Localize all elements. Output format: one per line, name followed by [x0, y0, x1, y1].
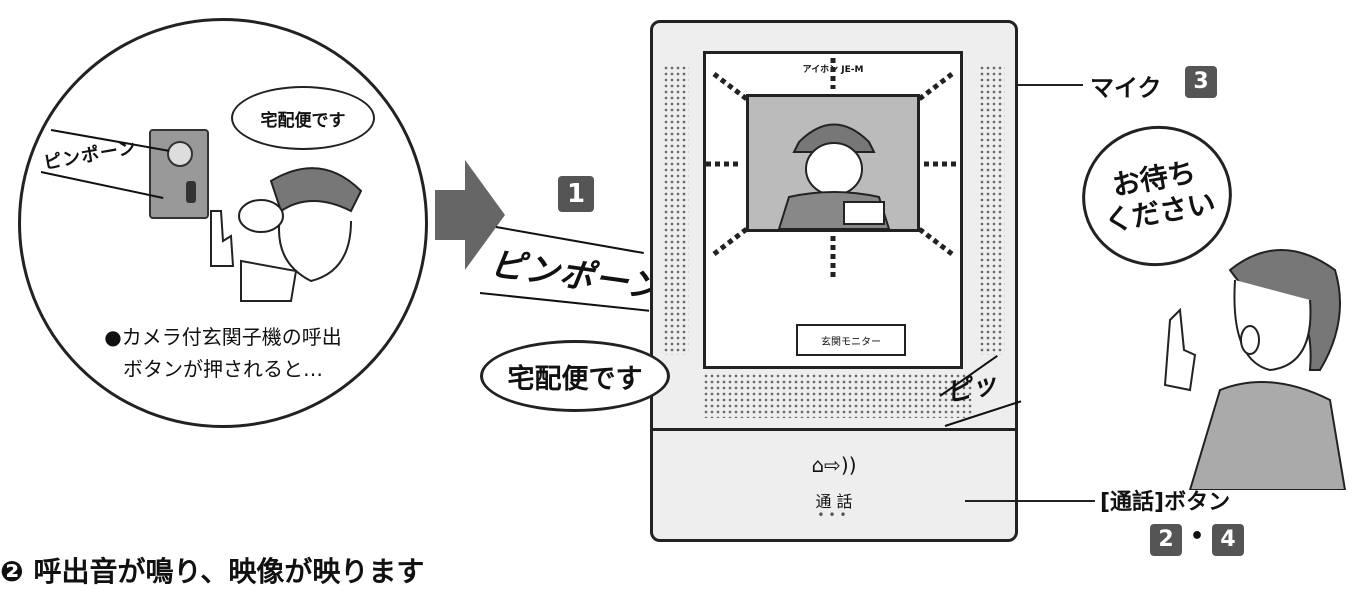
sound-line [40, 171, 164, 199]
caption-line: ●カメラ付玄関子機の呼出 [104, 325, 342, 349]
door-station-unit [149, 129, 209, 219]
scene-caption: ●カメラ付玄関子機の呼出 ボタンが押されると… [21, 321, 425, 385]
caption-line: ボタンが押されると… [123, 357, 323, 381]
doorbell-sound-effect: ピンポーン [487, 244, 665, 308]
talk-indicator-icon: ⌂⇨)) [811, 453, 857, 477]
panel-divider [653, 428, 1015, 431]
visitor-video-image [746, 94, 920, 232]
monitor-screen: アイホン JE-M 玄関モニター [703, 51, 963, 369]
mic-label: マイク [1090, 74, 1162, 102]
talk-button-label: [通話]ボタン [1100, 490, 1231, 515]
mic-leader-line [1018, 84, 1083, 86]
delivery-person-illustration [210, 167, 363, 302]
talk-button-leader-line [965, 500, 1095, 502]
speaker-grille [703, 373, 973, 418]
visitor-speech-bubble: 宅配便です [480, 340, 670, 412]
step-badge: 4 [1212, 524, 1244, 556]
talk-button-dots: ••• [817, 508, 851, 522]
step-badge: 3 [1185, 66, 1217, 98]
camera-lens-icon [167, 141, 193, 167]
talk-button[interactable]: 通 話 [815, 492, 853, 511]
visitor-speech-bubble: 宅配便です [231, 86, 375, 150]
call-button-icon [186, 181, 196, 203]
video-intercom-monitor: アイホン JE-M 玄関モニター ⌂⇨)) 通 話 [650, 20, 1018, 542]
flow-arrow-icon [435, 160, 505, 270]
screen-glow-rays [706, 54, 960, 279]
step-badge: 2 [1150, 524, 1182, 556]
door-station-scene: ピンポーン 宅配便です ●カメラ付玄関子機の呼出 ボタンが押されると… [18, 18, 428, 428]
speaker-grille [663, 65, 689, 355]
resident-woman-illustration [1163, 249, 1347, 490]
screen-name-plate: 玄関モニター [796, 324, 906, 356]
microphone-grille [979, 65, 1005, 355]
delivery-person-icon [777, 123, 891, 230]
doorbell-sound-effect: ピンポーン [42, 136, 139, 174]
step-caption: ❷ 呼出音が鳴り、映像が映ります [0, 555, 425, 588]
step-separator: • [1190, 524, 1205, 549]
step-badge: 1 [558, 176, 594, 212]
